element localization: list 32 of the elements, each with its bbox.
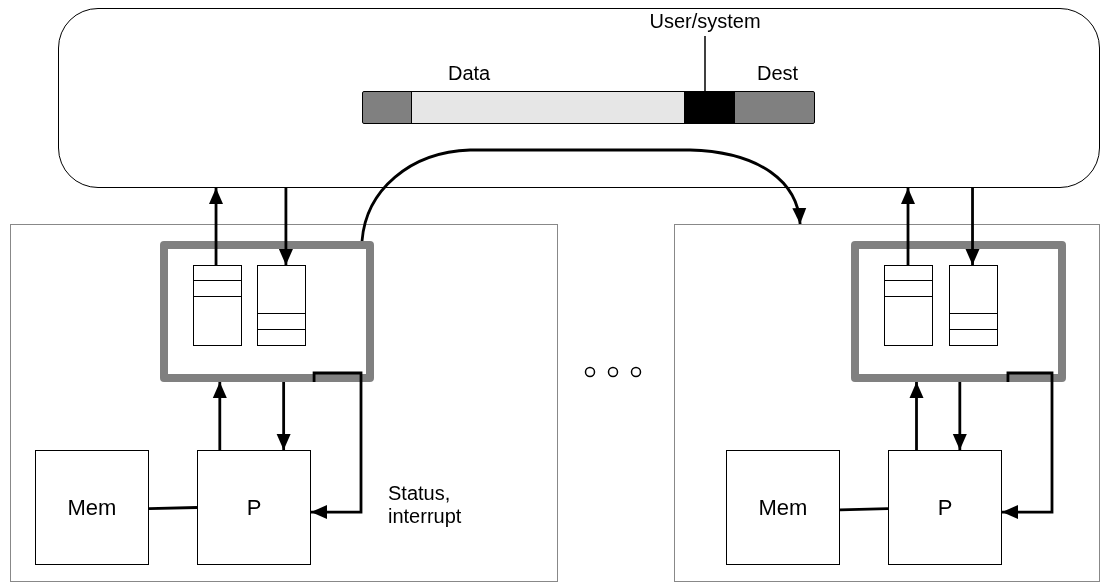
- queue-buffer: [884, 265, 933, 346]
- network-box: [58, 8, 1100, 188]
- arrow: [901, 188, 915, 265]
- arrow: [212, 382, 227, 450]
- memory-box: Mem: [35, 450, 149, 565]
- arrow: [1002, 371, 1054, 520]
- queue-buffer: [193, 265, 242, 346]
- processor-box: P: [888, 450, 1002, 565]
- connector-line: [148, 506, 198, 511]
- queue-buffer: [257, 265, 306, 346]
- arrow: [311, 371, 363, 520]
- processor-box: P: [197, 450, 311, 565]
- arrow: [952, 382, 967, 450]
- arrow: [276, 382, 291, 450]
- arrow: [909, 382, 924, 450]
- arrow: [278, 188, 293, 265]
- computer-node-box: [10, 224, 558, 582]
- queue-buffer: [949, 265, 998, 346]
- network-interface-box: [851, 241, 1066, 382]
- leader-line: [704, 35, 706, 92]
- arrow: [965, 188, 980, 265]
- arrow: [360, 148, 806, 242]
- packet-segment: [685, 91, 735, 124]
- network-interface-box: [160, 241, 374, 382]
- arrow: [209, 188, 224, 265]
- field-label: User/system: [640, 6, 770, 36]
- field-label: Dest: [757, 62, 799, 85]
- packet-bar: [362, 91, 815, 124]
- computer-node-box: [674, 224, 1100, 582]
- field-label: Data: [448, 62, 491, 85]
- memory-box: Mem: [726, 450, 840, 565]
- connector-line: [839, 507, 889, 512]
